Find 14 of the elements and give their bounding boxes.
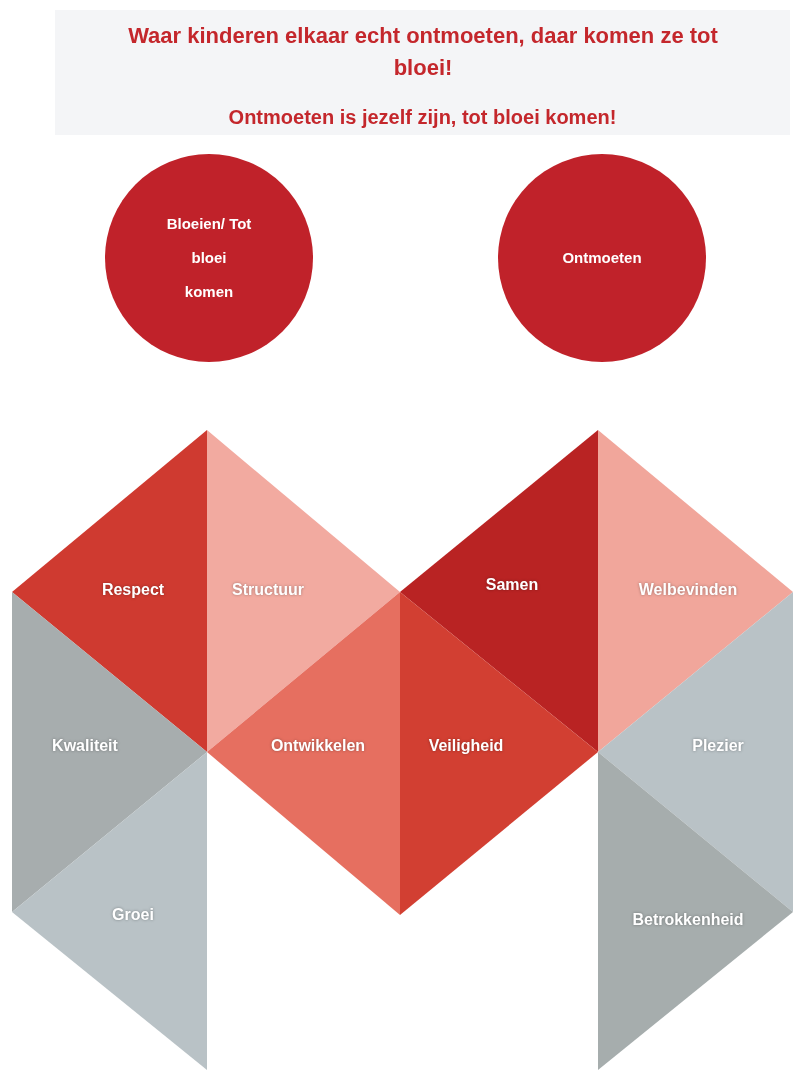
title: Waar kinderen elkaar echt ontmoeten, daar komen ze tot bloei! xyxy=(127,22,719,82)
segment-label: Veiligheid xyxy=(428,734,504,758)
segment-label: Groei xyxy=(112,903,154,927)
segment-label: Respect xyxy=(101,578,165,602)
subtitle: Ontmoeten is jezelf zijn, tot bloei komen! xyxy=(227,105,618,130)
circle-label: Ontmoeten xyxy=(561,248,643,268)
segment-label: Plezier xyxy=(692,734,744,758)
segment-label: Kwaliteit xyxy=(52,734,118,758)
circle-label: Bloeien/ Tot bloei komen xyxy=(166,214,252,302)
segment-label: Structuur xyxy=(232,578,304,602)
segment-label: Ontwikkelen xyxy=(270,734,366,758)
segment-label: Betrokkenheid xyxy=(632,908,744,932)
segment-label: Samen xyxy=(485,573,539,597)
segment-label: Welbevinden xyxy=(638,578,738,602)
